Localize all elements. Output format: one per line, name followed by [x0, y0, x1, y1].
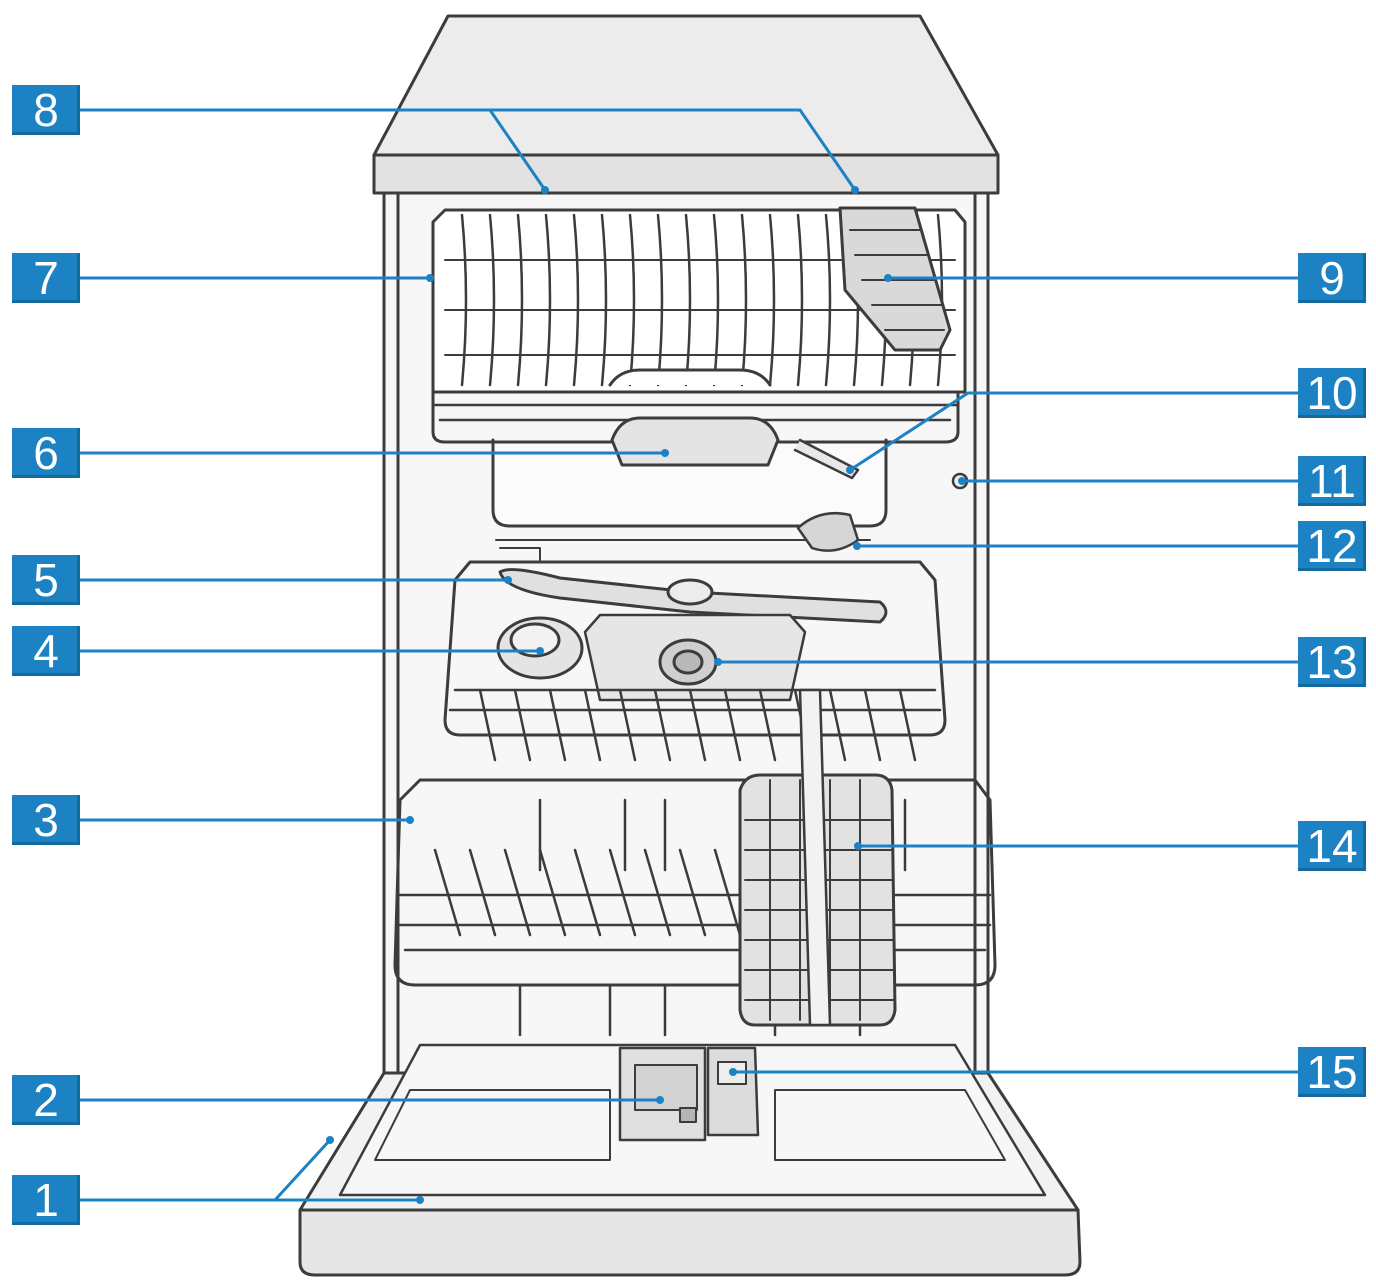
door — [298, 1043, 1082, 1277]
callout-3: 3 — [12, 795, 80, 845]
callout-2: 2 — [12, 1075, 80, 1125]
callout-4: 4 — [12, 626, 80, 676]
lower-spray-arm — [498, 568, 888, 624]
leader-line-10 — [849, 391, 1300, 472]
callout-11: 11 — [1298, 456, 1366, 506]
knife-rack — [793, 438, 860, 480]
callout-15: 15 — [1298, 1047, 1366, 1097]
rinse-aid-dispenser — [706, 1046, 760, 1137]
callout-6: 6 — [12, 428, 80, 478]
upper-spray-arm — [610, 416, 780, 467]
callout-8: 8 — [12, 85, 80, 135]
upper-basket — [431, 208, 967, 444]
callout-9: 9 — [1298, 253, 1366, 303]
callout-13: 13 — [1298, 637, 1366, 687]
cutlery-basket — [738, 688, 897, 1027]
leader-lines — [80, 108, 1300, 1202]
detergent-dispenser — [618, 1046, 707, 1142]
worktop — [372, 14, 1000, 195]
leader-line-1b — [80, 1138, 332, 1202]
callout-14: 14 — [1298, 821, 1366, 871]
callout-10: 10 — [1298, 368, 1366, 418]
callout-12: 12 — [1298, 521, 1366, 571]
leader-dots — [326, 186, 966, 1204]
callout-7: 7 — [12, 253, 80, 303]
callout-1: 1 — [12, 1175, 80, 1225]
filter-system — [583, 613, 807, 702]
salt-cap-knob — [796, 511, 860, 552]
lower-basket — [393, 560, 997, 1037]
callout-5: 5 — [12, 555, 80, 605]
leader-line-8b — [490, 108, 857, 191]
